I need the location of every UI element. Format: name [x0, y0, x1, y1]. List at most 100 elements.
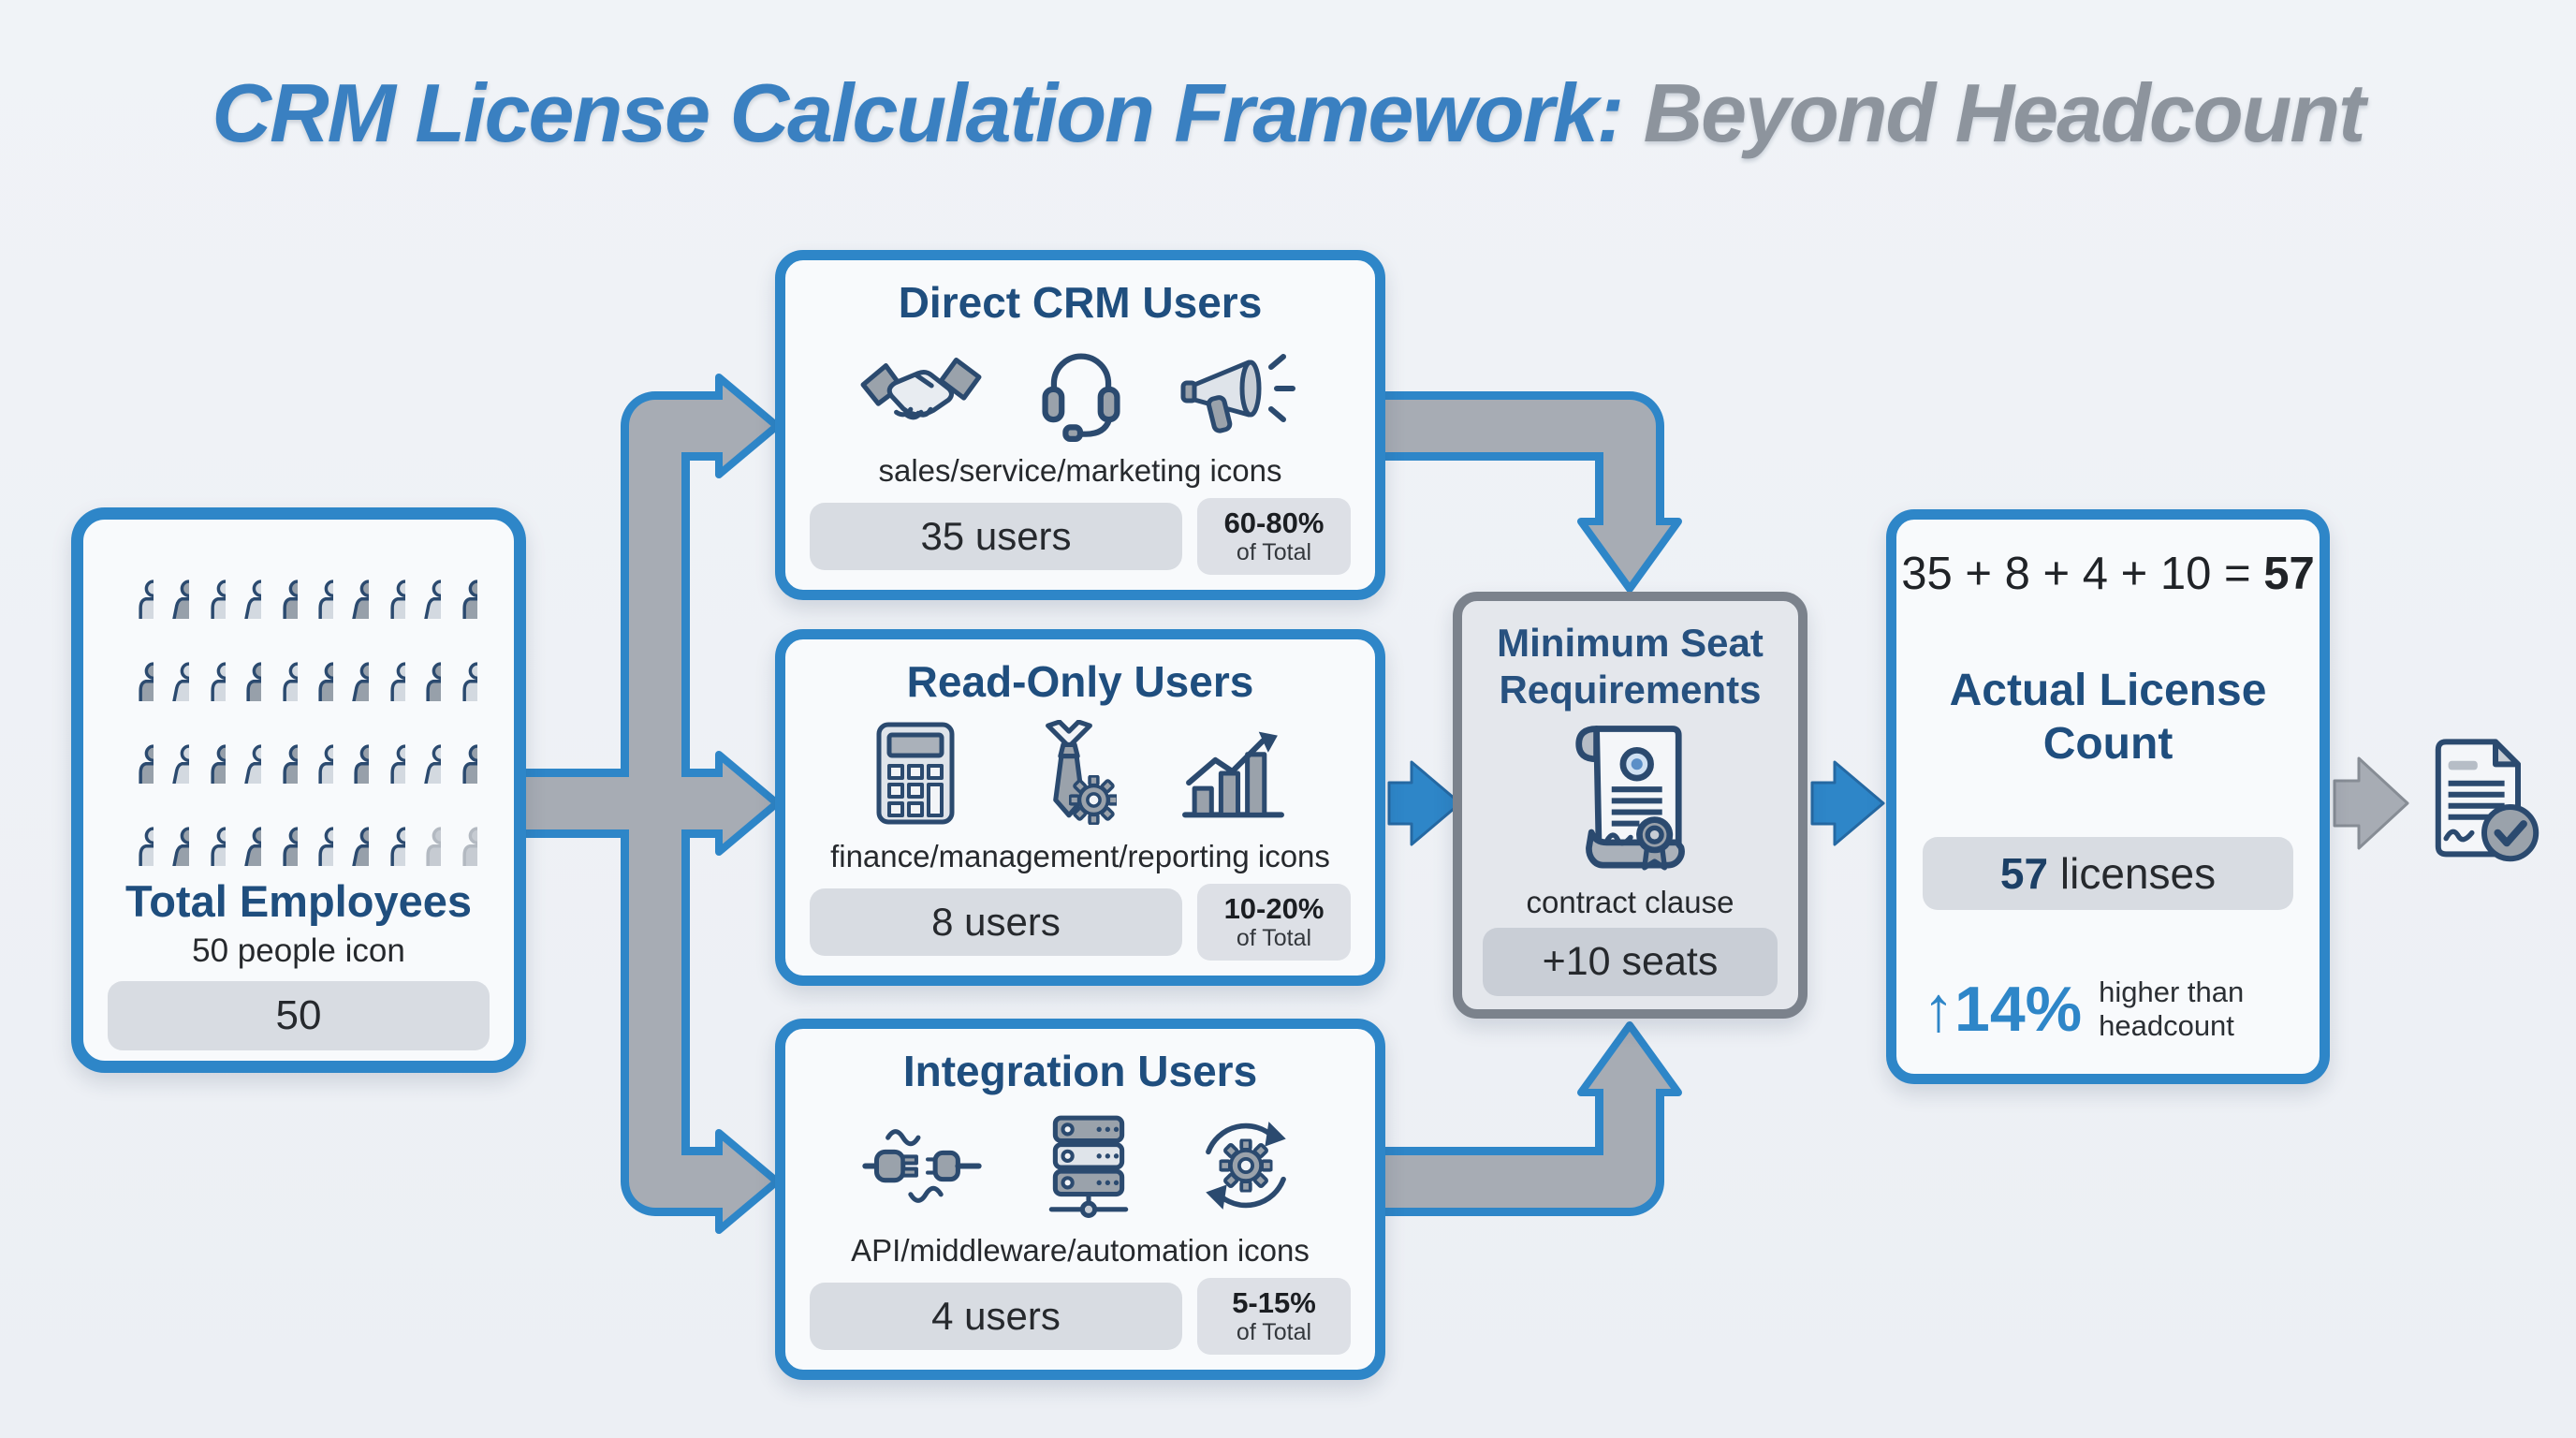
server-icon [1048, 1115, 1129, 1218]
megaphone-icon [1180, 353, 1295, 433]
automation-gear-icon [1206, 1122, 1286, 1210]
approved-document-icon [2411, 730, 2552, 873]
readonly-percent-badge: 10-20% of Total [1197, 883, 1351, 961]
direct-users-value: 35 users [810, 502, 1182, 570]
readonly-bottom-row: 8 users 10-20% of Total [810, 883, 1351, 961]
person-icon [407, 787, 441, 866]
direct-bottom-row: 35 users 60-80% of Total [810, 497, 1351, 575]
person-icon [264, 623, 298, 701]
arrowhead-to-direct [715, 374, 781, 478]
up-arrow-icon: ↑ [1923, 973, 1954, 1045]
minseat-title: Minimum Seat Requirements [1497, 621, 1764, 712]
person-icon [444, 623, 477, 701]
integration-percent-badge: 5-15% of Total [1197, 1277, 1351, 1355]
integration-percent: 5-15% [1232, 1285, 1316, 1319]
integration-icon-row [810, 1100, 1351, 1230]
minseat-icon-row [1483, 716, 1778, 883]
page-title: CRM License Calculation Framework: Beyon… [0, 66, 2576, 161]
result-title: Actual License Count [1949, 665, 2267, 769]
integration-users-box: Integration Users [775, 1019, 1385, 1380]
person-icon [120, 540, 154, 619]
title-primary: CRM License Calculation Framework: [212, 66, 1625, 159]
person-icon [444, 540, 477, 619]
delta-percent: 14% [1954, 973, 2083, 1045]
person-icon [120, 705, 154, 784]
total-employees-value: 50 [108, 981, 490, 1051]
person-icon [300, 623, 333, 701]
person-icon [264, 540, 298, 619]
integration-users-value: 4 users [810, 1282, 1182, 1350]
direct-icon-row [810, 331, 1351, 450]
tie-gear-icon [1046, 720, 1117, 826]
direct-percent-badge: 60-80% of Total [1197, 497, 1351, 575]
person-icon [227, 787, 261, 866]
actual-license-count-box: 35 + 8 + 4 + 10 = 57 Actual License Coun… [1886, 509, 2330, 1084]
person-icon [155, 705, 189, 784]
readonly-percent-sub: of Total [1236, 925, 1312, 952]
plug-icon [862, 1129, 982, 1203]
headset-icon [1042, 353, 1120, 442]
person-icon [407, 623, 441, 701]
person-icon [444, 705, 477, 784]
person-icon [155, 540, 189, 619]
person-icon [335, 787, 369, 866]
handshake-icon [860, 357, 982, 420]
readonly-users-value: 8 users [810, 888, 1182, 956]
integration-to-minseat-body [1385, 1087, 1656, 1208]
person-icon [155, 787, 189, 866]
readonly-percent: 10-20% [1223, 891, 1325, 925]
readonly-box-title: Read-Only Users [906, 657, 1254, 706]
gear-icon [1219, 1138, 1273, 1193]
integration-icons-label: API/middleware/automation icons [851, 1232, 1310, 1268]
person-icon [407, 540, 441, 619]
license-count-unit: licenses [2048, 849, 2217, 899]
calculator-icon [876, 722, 955, 825]
minseat-icon-label: contract clause [1526, 885, 1734, 920]
person-icon [227, 623, 261, 701]
person-icon [407, 705, 441, 784]
license-count-number: 57 [1999, 849, 2049, 899]
person-icon [335, 540, 369, 619]
person-icon [300, 705, 333, 784]
delta-note: higher than headcount [2099, 976, 2245, 1042]
arrowhead-minseat-top [1577, 518, 1682, 593]
delta-row: ↑14% higher than headcount [1923, 973, 2293, 1046]
result-to-document-arrow [2333, 756, 2409, 850]
license-equation: 35 + 8 + 4 + 10 = 57 [1901, 548, 2314, 600]
person-icon [192, 540, 226, 619]
total-employees-box: Total Employees 50 people icon 50 [71, 507, 526, 1073]
title-secondary: Beyond Headcount [1622, 66, 2366, 159]
integration-percent-sub: of Total [1236, 1319, 1312, 1346]
person-icon [372, 787, 405, 866]
total-employees-subtitle: 50 people icon [192, 932, 405, 970]
person-icon [227, 540, 261, 619]
person-icon [300, 787, 333, 866]
gear-icon [1069, 775, 1117, 826]
person-icon [120, 787, 154, 866]
person-icon [372, 705, 405, 784]
person-icon [300, 540, 333, 619]
person-icon [444, 787, 477, 866]
direct-box-title: Direct CRM Users [898, 278, 1263, 327]
person-icon [192, 787, 226, 866]
contract-icon [1574, 726, 1685, 871]
person-icon [335, 705, 369, 784]
minimum-seat-requirements-box: Minimum Seat Requirements contract claus… [1453, 592, 1808, 1019]
delta-value: ↑14% [1923, 973, 2082, 1046]
person-icon [192, 623, 226, 701]
direct-crm-users-box: Direct CRM Users [775, 250, 1385, 600]
readonly-icon-row [810, 711, 1351, 836]
person-icon [372, 623, 405, 701]
arrowhead-to-integration [715, 1129, 781, 1234]
direct-to-minseat-body [1385, 400, 1656, 527]
integration-bottom-row: 4 users 5-15% of Total [810, 1277, 1351, 1355]
equation-total: 57 [2263, 549, 2315, 599]
person-icon [264, 787, 298, 866]
person-icon [335, 623, 369, 701]
integration-box-title: Integration Users [902, 1047, 1258, 1095]
person-icon [372, 540, 405, 619]
arrowhead-minseat-bottom [1577, 1021, 1682, 1096]
arrowhead-to-readonly [715, 751, 781, 856]
